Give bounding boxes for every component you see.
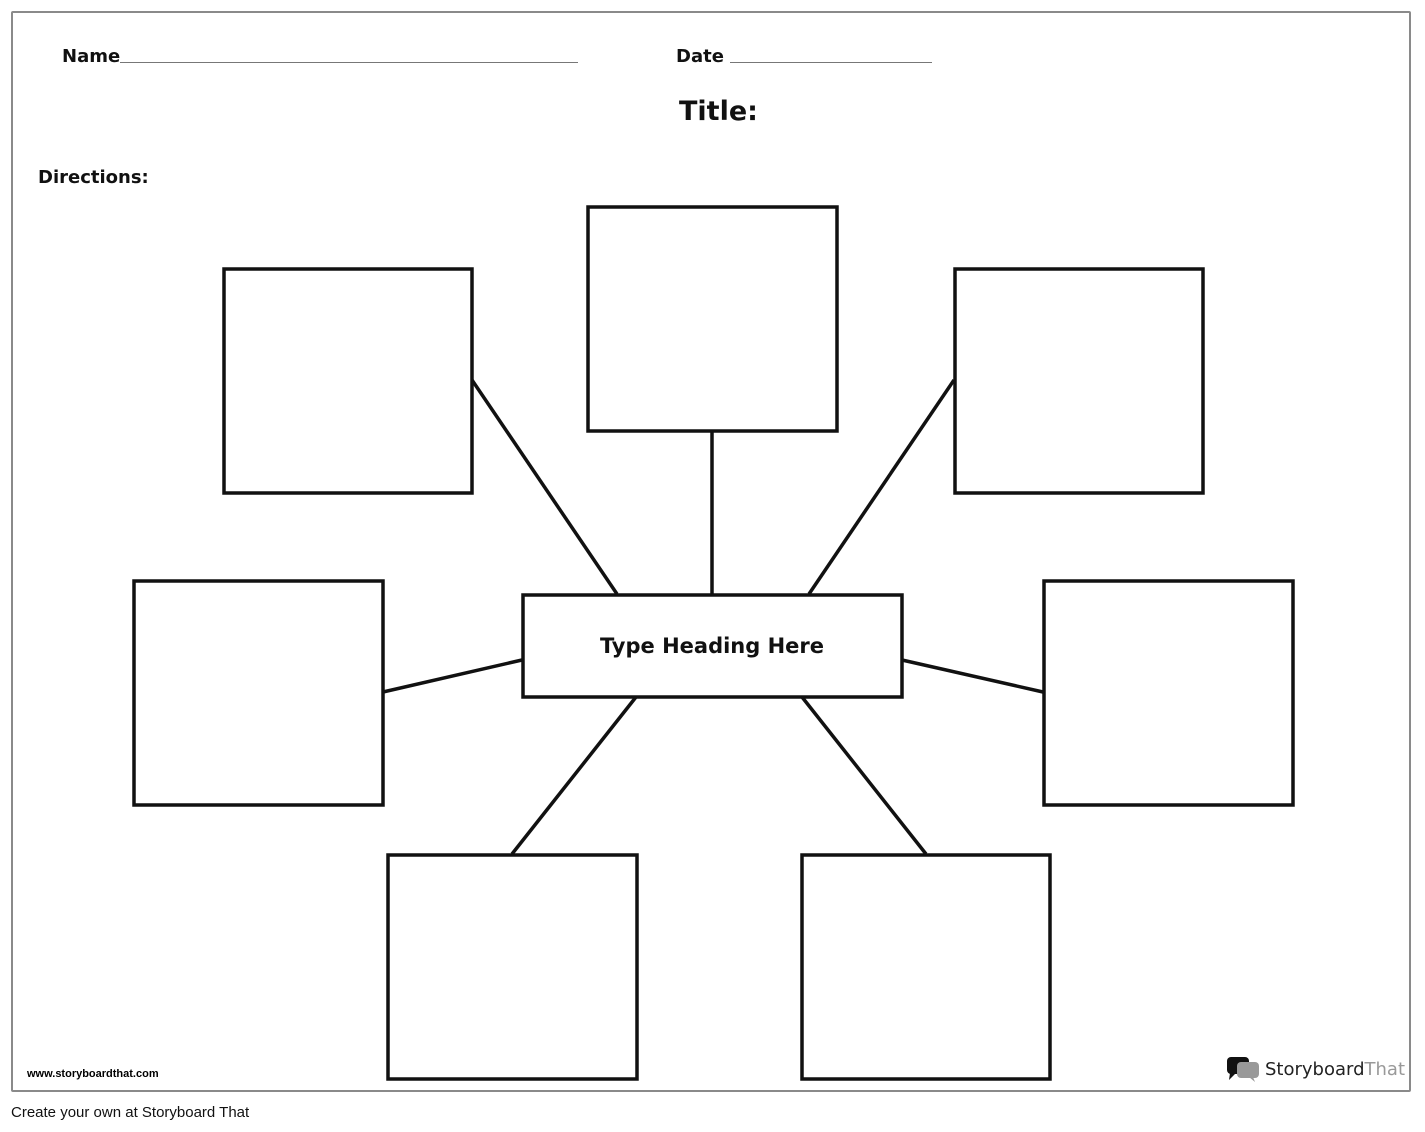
website-url: www.storyboardthat.com	[27, 1068, 159, 1080]
connector-top-right	[807, 379, 956, 595]
name-label: Name	[62, 46, 121, 67]
speech-bubbles-icon	[1227, 1057, 1259, 1082]
logo-text-that: That	[1364, 1058, 1406, 1080]
storyboardthat-logo: StoryboardThat	[1227, 1056, 1405, 1082]
box-top[interactable]	[586, 205, 839, 433]
box-top-left[interactable]	[222, 267, 474, 495]
center-box[interactable]	[521, 593, 904, 699]
connector-bottom-right	[800, 695, 928, 856]
footer-credit[interactable]: Create your own at Storyboard That	[11, 1104, 250, 1121]
connector-top-left	[470, 379, 619, 595]
title-label: Title:	[679, 96, 758, 127]
date-field-line[interactable]	[730, 62, 932, 63]
name-field-line[interactable]	[120, 62, 578, 63]
box-bottom-left[interactable]	[386, 853, 639, 1081]
box-top-right[interactable]	[953, 267, 1205, 495]
date-label: Date	[676, 46, 724, 67]
connector-left	[382, 658, 523, 694]
center-heading[interactable]: Type Heading Here	[599, 633, 825, 658]
connector-bottom-left	[510, 695, 638, 856]
connector-right	[901, 658, 1044, 694]
box-right[interactable]	[1042, 579, 1295, 807]
worksheet-page	[11, 11, 1411, 1092]
logo-text-storyboard: Storyboard	[1265, 1058, 1365, 1080]
box-left[interactable]	[132, 579, 385, 807]
box-bottom-right[interactable]	[800, 853, 1052, 1081]
directions-label: Directions:	[38, 167, 149, 188]
